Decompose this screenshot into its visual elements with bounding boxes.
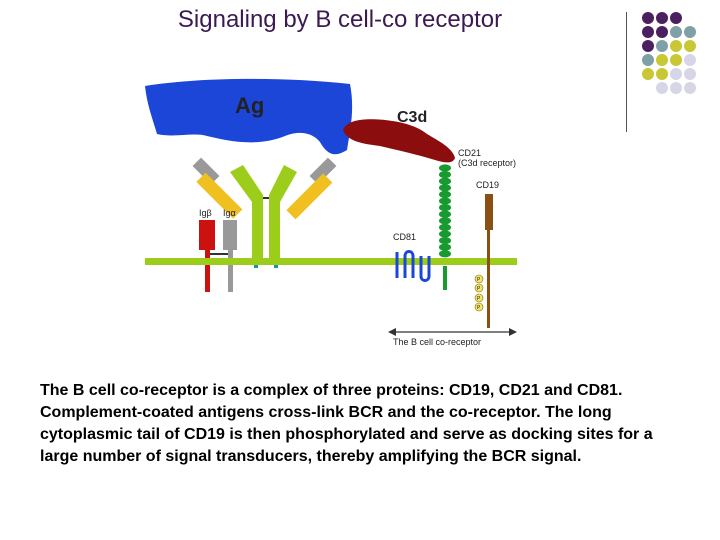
bcr-light-chain-left-gray: [192, 157, 220, 185]
phosphate-label-2: P: [477, 286, 481, 292]
cd21-stalk: [439, 164, 451, 258]
decorative-dot: [670, 40, 682, 52]
decorative-dot: [656, 54, 668, 66]
cd21-domain: [439, 237, 451, 245]
phosphate-group: P P P P: [474, 274, 484, 312]
antigen-label: Ag: [235, 93, 264, 118]
phosphate-2: [474, 283, 484, 293]
cd21-domain: [439, 171, 451, 179]
iga-extracellular: [223, 220, 237, 250]
igb-extracellular: [199, 220, 215, 250]
decorative-dot: [670, 26, 682, 38]
decorative-dot: [642, 40, 654, 52]
cd21-domain: [439, 217, 451, 225]
decorative-dot: [684, 26, 696, 38]
decorative-dot: [656, 82, 668, 94]
decorative-dot-grid: [642, 12, 696, 94]
cd19-stalk: [487, 230, 490, 328]
decorative-dot: [670, 12, 682, 24]
decorative-dot: [684, 82, 696, 94]
decorative-dot: [642, 68, 654, 80]
iga-label: Igα: [223, 208, 236, 218]
coreceptor-arrow-head-right: [509, 328, 517, 336]
cd21-domain: [439, 223, 451, 231]
cd21-domain: [439, 190, 451, 198]
coreceptor-label: The B cell co-receptor: [393, 337, 481, 347]
cd21-domain: [439, 243, 451, 251]
cd21-domain: [439, 197, 451, 205]
decorative-dot: [642, 12, 654, 24]
phosphate-4: [474, 302, 484, 312]
cd21-tail: [443, 266, 447, 290]
decorative-dot: [656, 68, 668, 80]
c3d-molecule: [343, 119, 455, 163]
decorative-dot: [670, 54, 682, 66]
phosphate-label-4: P: [477, 305, 481, 311]
decorative-dot: [642, 26, 654, 38]
decorative-dot: [684, 68, 696, 80]
decorative-dot: [684, 40, 696, 52]
b-cell-coreceptor-diagram: Ag C3d Igβ Igα CD21 (C3d receptor) CD19 …: [145, 78, 517, 347]
decorative-dot: [670, 68, 682, 80]
slide-body-text: The B cell co-receptor is a complex of t…: [40, 382, 653, 465]
coreceptor-arrow-head-left: [388, 328, 396, 336]
cell-membrane: [145, 258, 517, 265]
cd19-extracellular: [485, 194, 493, 230]
cd21-domain: [439, 250, 451, 258]
cd21-domain: [439, 230, 451, 238]
slide-title: Signaling by B cell-co receptor: [177, 6, 503, 33]
igb-label: Igβ: [199, 208, 212, 218]
phosphate-label-3: P: [477, 296, 481, 302]
cd21-sublabel: (C3d receptor): [458, 158, 516, 168]
bcr-heavy-chain-right: [269, 165, 297, 260]
decorative-dot: [656, 40, 668, 52]
bcr-light-chain-right-gray: [309, 157, 337, 185]
cd21-domain: [439, 204, 451, 212]
decorative-dot: [642, 54, 654, 66]
cd21-label: CD21: [458, 148, 481, 158]
bcr-heavy-chain-left: [230, 165, 263, 260]
cd21-domain: [439, 164, 451, 172]
antigen-blob: [145, 78, 353, 155]
cd81-label: CD81: [393, 232, 416, 242]
title-divider: [626, 12, 627, 132]
decorative-dot: [656, 12, 668, 24]
bcr-light-chain-left-yellow: [196, 172, 243, 219]
decorative-dot: [656, 26, 668, 38]
phosphate-3: [474, 293, 484, 303]
cd21-domain: [439, 210, 451, 218]
igb-stalk: [205, 250, 210, 292]
cd81-tetraspanin: [395, 250, 431, 282]
cd21-domain: [439, 177, 451, 185]
phosphate-label-1: P: [477, 277, 481, 283]
phosphate-1: [474, 274, 484, 284]
decorative-dot: [684, 54, 696, 66]
bcr-light-chain-right-yellow: [286, 173, 333, 220]
c3d-label: C3d: [397, 109, 427, 126]
cd21-domain: [439, 184, 451, 192]
cd19-label: CD19: [476, 180, 499, 190]
iga-stalk: [228, 250, 233, 292]
decorative-dot: [670, 82, 682, 94]
